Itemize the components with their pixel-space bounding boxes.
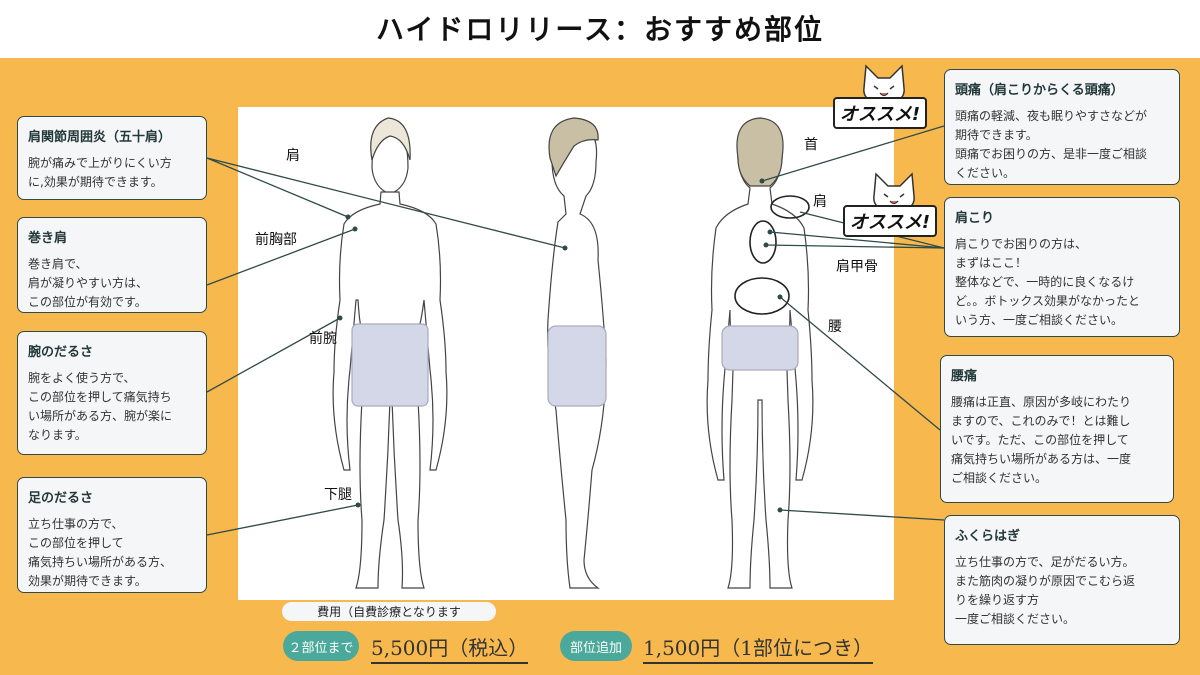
- info-box-text: 巻き肩で、 肩が凝りやすい方は、 この部位が有効です。: [28, 257, 149, 309]
- info-box-text: 立ち仕事の方で、足がだるい方。 また筋肉の凝りが原因でこむら返 りを繰り返す方 …: [955, 555, 1136, 626]
- label-neck: 首: [804, 137, 818, 153]
- info-box-arm-fatigue: 腕のだるさ 腕をよく使う方で、 この部位を押して痛気持ち い場所がある方、腕が楽…: [17, 331, 207, 455]
- info-box-calf: ふくらはぎ 立ち仕事の方で、足がだるい方。 また筋肉の凝りが原因でこむら返 りを…: [944, 515, 1180, 645]
- info-box-frozen-shoulder: 肩関節周囲炎（五十肩） 腕が痛みで上がりにくい方 に,効果が期待できます。: [17, 116, 207, 200]
- info-box-back-pain: 腰痛 腰痛は正直、原因が多岐にわたり ますので、これのみで！とは難し いです。た…: [940, 355, 1174, 503]
- label-lower-leg: 下腿: [324, 487, 352, 503]
- osusume-text: オススメ!: [850, 212, 930, 233]
- back-figure: [706, 117, 814, 589]
- info-box-heading: 肩こり: [955, 211, 995, 226]
- info-box-heading: 腰痛: [951, 369, 978, 384]
- info-box-text: 腕が痛みで上がりにくい方 に,効果が期待できます。: [28, 156, 172, 189]
- label-scapula: 肩甲骨: [836, 259, 878, 275]
- info-box-rounded-shoulder: 巻き肩 巻き肩で、 肩が凝りやすい方は、 この部位が有効です。: [17, 217, 207, 313]
- info-box-text: 腕をよく使う方で、 この部位を押して痛気持ち い場所がある方、腕が楽に なります…: [28, 371, 173, 442]
- pill-two-areas: ２部位まで: [283, 631, 359, 661]
- info-box-heading: 足のだるさ: [28, 491, 94, 506]
- info-box-text: 立ち仕事の方で、 この部位を押して 痛気持ちい場所がある方、 効果が期待できます…: [28, 517, 173, 588]
- label-forearm: 前腕: [309, 331, 337, 347]
- info-box-heading: 肩関節周囲炎（五十肩）: [28, 130, 172, 145]
- info-box-headache: 頭痛（肩こりからくる頭痛） 頭痛の軽減、夜も眠りやすさなどが 期待できます。 頭…: [944, 69, 1180, 185]
- label-chest: 前胸部: [255, 232, 297, 248]
- info-box-heading: 頭痛（肩こりからくる頭痛）: [955, 83, 1124, 98]
- page-title: ハイドロリリース：おすすめ部位: [375, 13, 825, 46]
- label-lower-back: 腰: [828, 319, 842, 335]
- info-box-stiff-shoulder: 肩こり 肩こりでお困りの方は、 まずはここ！ 整体などで、一時的に良くなるけ ど…: [944, 197, 1180, 337]
- info-box-text: 肩こりでお困りの方は、 まずはここ！ 整体などで、一時的に良くなるけ ど。。ボト…: [955, 237, 1141, 327]
- price-additional-area: 1,500円（1部位につき）: [643, 632, 873, 664]
- price-two-areas: 5,500円（税込）: [371, 632, 529, 664]
- pill-additional-area: 部位追加: [560, 631, 632, 661]
- info-box-heading: 巻き肩: [28, 231, 68, 246]
- info-box-leg-fatigue: 足のだるさ 立ち仕事の方で、 この部位を押して 痛気持ちい場所がある方、 効果が…: [17, 477, 207, 593]
- info-box-text: 頭痛の軽減、夜も眠りやすさなどが 期待できます。 頭痛でお困りの方、是非一度ご相…: [955, 109, 1148, 180]
- side-figure: [547, 117, 607, 589]
- osusume-badge-headache: オススメ!: [833, 64, 927, 129]
- osusume-text: オススメ!: [840, 104, 920, 125]
- info-box-text: 腰痛は正直、原因が多岐にわたり ますので、これのみで！とは難し いです。ただ、こ…: [951, 395, 1132, 485]
- label-shoulder-front: 肩: [286, 148, 300, 164]
- osusume-badge-stiff-shoulder: オススメ!: [843, 172, 937, 237]
- info-box-heading: 腕のだるさ: [28, 345, 94, 360]
- front-figure: [332, 117, 448, 589]
- info-box-heading: ふくらはぎ: [955, 529, 1021, 544]
- cost-caption: 費用（自費診療となります: [282, 602, 496, 621]
- label-shoulder-back: 肩: [813, 194, 827, 210]
